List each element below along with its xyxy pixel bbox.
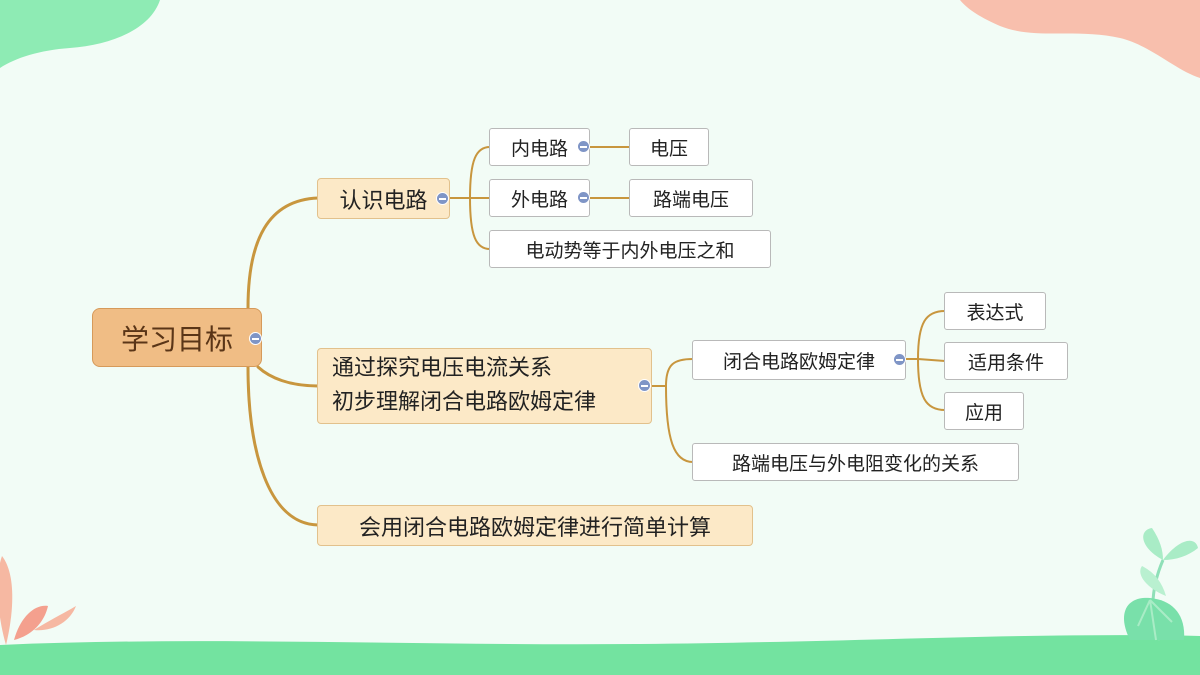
voltage-label: 电压 xyxy=(649,137,688,160)
root-node[interactable]: 学习目标 xyxy=(92,308,262,367)
voltage-node[interactable]: 电压 xyxy=(629,128,709,166)
connector-law-conditions xyxy=(917,358,946,362)
ohms-law-node[interactable]: 闭合电路欧姆定律 xyxy=(692,340,906,380)
goal1-label: 认识电路 xyxy=(339,188,428,214)
goal1-node[interactable]: 认识电路 xyxy=(317,178,450,219)
connector-root-goal2 xyxy=(256,365,320,388)
inner-circuit-collapse-icon[interactable] xyxy=(577,140,590,153)
top-left-green-blob xyxy=(0,0,160,68)
connector-law-expression xyxy=(905,310,946,360)
relation-label: 路端电压与外电阻变化的关系 xyxy=(731,452,979,475)
conditions-label: 适用条件 xyxy=(967,351,1044,374)
right-plant-decor xyxy=(1123,528,1198,641)
outer-circuit-label: 外电路 xyxy=(510,188,568,211)
top-right-pink-blob xyxy=(960,0,1200,78)
goal3-label: 会用闭合电路欧姆定律进行简单计算 xyxy=(358,515,711,541)
emf-node[interactable]: 电动势等于内外电压之和 xyxy=(489,230,771,268)
left-leaves-decor xyxy=(0,556,76,645)
outer-circuit-node[interactable]: 外电路 xyxy=(489,179,590,217)
ohms-law-collapse-icon[interactable] xyxy=(893,353,906,366)
goal1-collapse-icon[interactable] xyxy=(436,192,449,205)
conditions-node[interactable]: 适用条件 xyxy=(944,342,1068,380)
relation-node[interactable]: 路端电压与外电阻变化的关系 xyxy=(692,443,1019,481)
connector-goal1-emf xyxy=(469,197,491,250)
application-label: 应用 xyxy=(964,401,1003,424)
emf-label: 电动势等于内外电压之和 xyxy=(525,239,735,262)
connector-root-goal3 xyxy=(246,365,320,527)
goal2-line1: 通过探究电压电流关系 xyxy=(332,356,553,381)
goal2-collapse-icon[interactable] xyxy=(638,379,651,392)
root-label: 学习目标 xyxy=(120,322,233,356)
bottom-green-wave xyxy=(0,635,1200,675)
terminal-voltage-label: 路端电压 xyxy=(652,188,729,211)
ohms-law-label: 闭合电路欧姆定律 xyxy=(722,350,875,373)
expression-node[interactable]: 表达式 xyxy=(944,292,1046,330)
goal3-node[interactable]: 会用闭合电路欧姆定律进行简单计算 xyxy=(317,505,753,546)
inner-circuit-label: 内电路 xyxy=(510,137,568,160)
goal2-node[interactable]: 通过探究电压电流关系 初步理解闭合电路欧姆定律 xyxy=(317,348,652,424)
terminal-voltage-node[interactable]: 路端电压 xyxy=(629,179,753,217)
application-node[interactable]: 应用 xyxy=(944,392,1024,430)
connector-law-application xyxy=(917,358,946,411)
connector-goal2-law xyxy=(651,358,694,387)
expression-label: 表达式 xyxy=(966,301,1024,324)
root-collapse-icon[interactable] xyxy=(249,332,262,345)
goal2-line2: 初步理解闭合电路欧姆定律 xyxy=(332,390,597,415)
outer-circuit-collapse-icon[interactable] xyxy=(577,191,590,204)
connector-goal2-relation xyxy=(665,385,694,463)
inner-circuit-node[interactable]: 内电路 xyxy=(489,128,590,166)
connector-goal1-inner xyxy=(449,146,491,199)
connector-root-goal1 xyxy=(246,196,320,310)
